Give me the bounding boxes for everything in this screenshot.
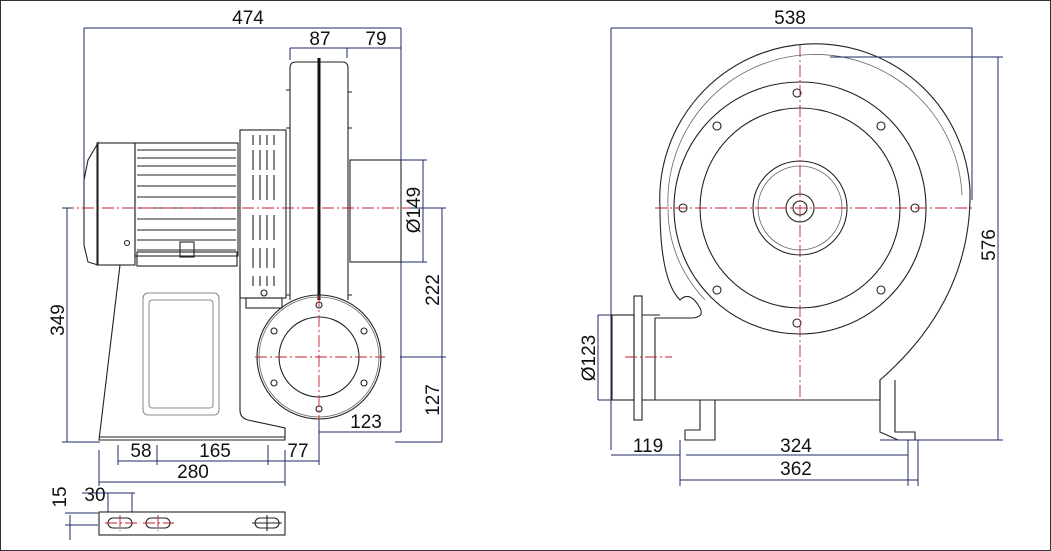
motor-fins <box>134 142 239 257</box>
dim-overall-height: 576 <box>979 229 1000 261</box>
motor-cap <box>96 142 136 266</box>
front-bolts <box>678 88 920 328</box>
fan-guard <box>239 129 287 309</box>
dim-base-77: 77 <box>287 441 308 462</box>
dim-inlet-offset: 123 <box>350 412 382 433</box>
base-window <box>148 299 214 409</box>
dim-outlet-height: 222 <box>423 274 444 306</box>
volute-casing <box>654 43 971 401</box>
dim-outlet-diameter: Ø149 <box>404 187 425 233</box>
motor-foot <box>136 251 238 267</box>
foot-plan <box>98 511 286 536</box>
dim-foot-span: 324 <box>780 436 812 457</box>
outlet-pipe <box>349 159 402 263</box>
motor-end-cap <box>83 140 99 266</box>
front-view: 538 576 Ø123 119 324 362 <box>579 8 1003 486</box>
dim-outlet-diameter-front: Ø123 <box>579 335 600 381</box>
dim-outlet-length: 79 <box>365 29 386 50</box>
dim-slot-length: 30 <box>84 485 105 506</box>
dim-shaft-height: 349 <box>48 304 69 336</box>
side-view: 474 87 79 Ø149 222 127 349 123 58 165 77… <box>48 8 446 540</box>
dim-housing-width: 87 <box>309 29 330 50</box>
dim-base-58: 58 <box>130 441 151 462</box>
base-stand <box>98 264 286 441</box>
dim-overall-length: 474 <box>232 8 264 29</box>
dim-base-length: 280 <box>177 462 209 483</box>
dim-base-165: 165 <box>199 441 231 462</box>
dim-outlet-offset: 119 <box>633 436 663 457</box>
outlet-pipe-front <box>611 314 635 401</box>
dim-slot-width: 15 <box>50 486 71 507</box>
dim-foot-overall: 362 <box>780 459 812 480</box>
dim-inlet-height: 127 <box>423 384 444 416</box>
dim-overall-width: 538 <box>774 8 806 29</box>
outlet-flange <box>633 295 643 421</box>
